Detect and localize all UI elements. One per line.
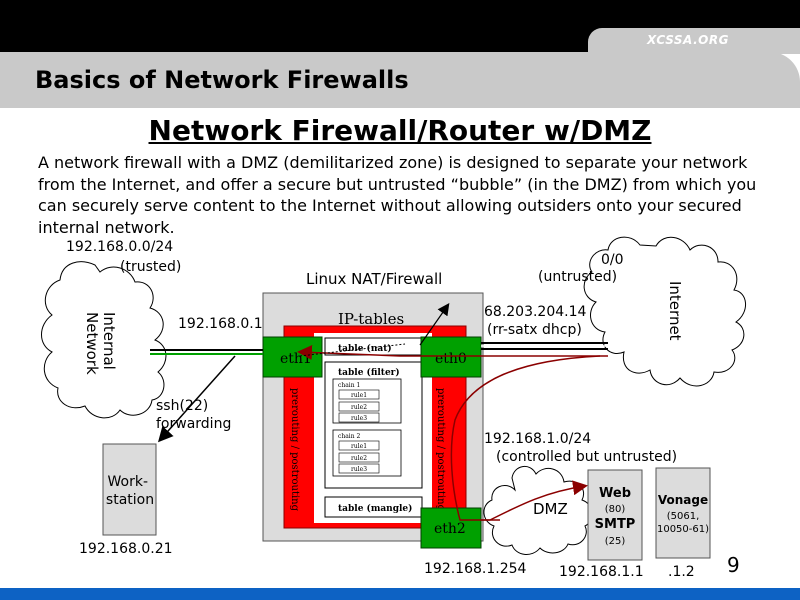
chain1-label: chain 1 <box>338 382 360 389</box>
web-server-ip: 192.168.1.1 <box>559 564 644 580</box>
prerouting-left-label: prerouting / postrouting <box>289 388 300 512</box>
eth1-ip: 192.168.0.1 <box>178 316 263 332</box>
vonage-box[interactable] <box>655 467 711 559</box>
dmz-subnet: 192.168.1.0/24 <box>484 431 591 447</box>
internal-network-cloud <box>41 261 167 419</box>
smtp-server-title: SMTP <box>595 517 636 532</box>
internet-trust: (untrusted) <box>538 269 617 285</box>
internal-network-label: Internal Network <box>83 312 118 375</box>
firewall-label: Linux NAT/Firewall <box>306 270 442 288</box>
table-filter-label: table (filter) <box>338 367 400 378</box>
title-band <box>0 52 800 108</box>
smtp-server-port: (25) <box>605 536 626 547</box>
eth0-ip: 68.203.204.14 <box>484 304 587 320</box>
dmz-flow-arrow <box>450 355 601 521</box>
chain2-rule1 <box>338 440 380 451</box>
dmz-trust: (controlled but untrusted) <box>496 449 677 465</box>
internet-cloud <box>583 236 746 387</box>
page-number: 9 <box>727 553 740 577</box>
eth2-label: eth2 <box>434 521 466 537</box>
eth2-interface[interactable] <box>420 507 482 549</box>
site-name[interactable]: XCSSA.ORG <box>647 33 729 47</box>
workstation-ip: 192.168.0.21 <box>79 541 173 557</box>
chain2-rule2-label: rule2 <box>351 455 367 462</box>
prerouting-right-label: prerouting / postrouting <box>435 388 446 512</box>
section-title: Basics of Network Firewalls <box>35 66 409 94</box>
ssh-forward-label: ssh(22) forwarding <box>156 398 231 432</box>
chain1-rule2-label: rule2 <box>351 404 367 411</box>
chain1-rule2 <box>338 401 380 412</box>
web-server-port: (80) <box>605 504 626 515</box>
chain2-rule2 <box>338 452 380 463</box>
web-server-title: Web <box>599 486 631 501</box>
slide-description: A network firewall with a DMZ (demilitar… <box>38 153 757 237</box>
vonage-ip: .1.2 <box>668 564 695 580</box>
nat-up-arrow <box>419 303 450 346</box>
internet-subnet: 0/0 <box>601 252 624 268</box>
eth0-interface[interactable] <box>420 336 482 378</box>
chain1-rule3 <box>338 412 380 423</box>
eth1-label: eth1 <box>280 351 312 367</box>
nat-flow-arrow <box>297 344 608 360</box>
vonage-ports: (5061, <box>667 511 700 522</box>
table-mangle-label: table (mangle) <box>338 503 412 514</box>
chain2-rule3 <box>338 463 380 474</box>
chain2-rule1-label: rule1 <box>351 443 367 450</box>
chain2-rule3-label: rule3 <box>351 466 367 473</box>
chain1-rule3-label: rule3 <box>351 415 367 422</box>
iptables-label: IP-tables <box>338 310 404 328</box>
internal-trust: (trusted) <box>120 259 181 275</box>
nat-cross-arrow <box>299 343 406 357</box>
ssh-forward-arrow <box>158 355 236 443</box>
internal-subnet: 192.168.0.0/24 <box>66 239 173 255</box>
workstation-box[interactable] <box>102 443 157 536</box>
eth2-ip: 192.168.1.254 <box>424 561 527 577</box>
internet-label: Internet <box>666 281 684 341</box>
dmz-label: DMZ <box>533 500 568 518</box>
slide-heading: Network Firewall/Router w/DMZ <box>148 114 652 147</box>
site-tab <box>588 28 800 54</box>
chain1-rule1-label: rule1 <box>351 392 367 399</box>
eth0-ip-note: (rr-satx dhcp) <box>487 322 582 338</box>
chain1-rule1 <box>338 389 380 400</box>
workstation-label: Work- station <box>106 474 154 508</box>
table-mangle <box>324 496 423 518</box>
chain2-label: chain 2 <box>338 433 360 440</box>
eth0-label: eth0 <box>435 351 467 367</box>
vonage-title: Vonage <box>658 493 708 507</box>
bottom-bar <box>0 588 800 600</box>
vonage-ports2: 10050-61) <box>657 524 709 535</box>
web-smtp-server[interactable] <box>587 469 643 561</box>
